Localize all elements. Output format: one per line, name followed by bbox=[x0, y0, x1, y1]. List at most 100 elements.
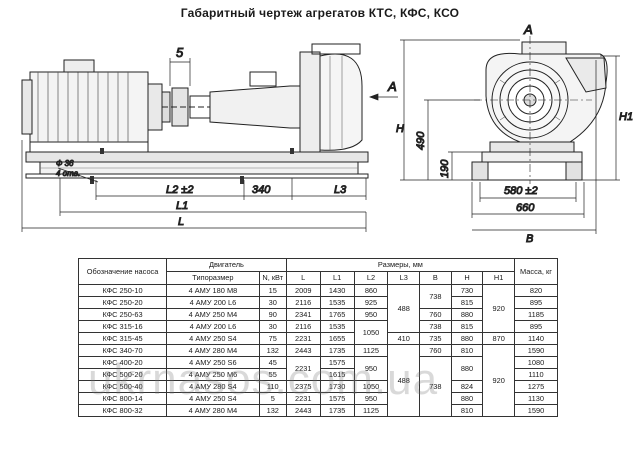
header-h1: H1 bbox=[482, 271, 515, 285]
cell-b: 738 bbox=[419, 284, 452, 309]
cell-l: 2231 bbox=[285, 332, 321, 345]
cell-mass: 1275 bbox=[514, 380, 558, 393]
table-row: КФС 800-32 4 АМУ 280 М4 132 2443 1735 11… bbox=[77, 404, 558, 417]
cell-pump: КФС 250-20 bbox=[77, 296, 168, 309]
header-power: N, кВт bbox=[258, 271, 287, 285]
header-type-size: Типоразмер bbox=[166, 271, 260, 285]
cell-l2: 950 bbox=[353, 308, 389, 321]
technical-drawing: 5 A Ф 36 4 отв. L2 ±2 340 L3 L1 L bbox=[21, 22, 634, 246]
dim-660: 660 bbox=[516, 202, 535, 214]
header-l1: L1 bbox=[319, 271, 355, 285]
cell-h: 810 bbox=[450, 404, 484, 417]
header-l: L bbox=[285, 271, 321, 285]
cell-mass: 1080 bbox=[514, 356, 558, 369]
cell-l3: 410 bbox=[387, 332, 421, 345]
cell-power: 30 bbox=[258, 320, 287, 333]
cell-h1: 870 bbox=[482, 332, 515, 345]
cell-h: 880 bbox=[450, 392, 484, 405]
cell-motor: 4 АМУ 180 М8 bbox=[166, 284, 260, 297]
cell-l2: 1050 bbox=[353, 320, 389, 345]
cell-b: 735 bbox=[419, 332, 452, 345]
table-row: КФС 315-45 4 АМУ 250 S4 75 2231 1655 410… bbox=[77, 332, 558, 345]
header-h: H bbox=[450, 271, 484, 285]
side-view bbox=[21, 43, 369, 184]
dim-h: H bbox=[396, 123, 404, 135]
table-row: КФС 800-14 4 АМУ 250 S4 5 2231 1575 950 … bbox=[77, 392, 558, 405]
cell-h1: 920 bbox=[482, 344, 515, 417]
cell-mass: 895 bbox=[514, 296, 558, 309]
dim-190: 190 bbox=[439, 159, 451, 178]
cell-mass: 1140 bbox=[514, 332, 558, 345]
cell-pump: КФС 250-10 bbox=[77, 284, 168, 297]
arrow-a-label: A bbox=[387, 79, 397, 94]
dim-holes: 4 отв. bbox=[56, 169, 80, 178]
watermark: ukrnasos.com.ua bbox=[88, 355, 439, 404]
cell-power: 15 bbox=[258, 284, 287, 297]
cell-l2: 860 bbox=[353, 284, 389, 297]
cell-mass: 1590 bbox=[514, 404, 558, 417]
table-row: КФС 250-10 4 АМУ 180 М8 15 2009 1430 860… bbox=[77, 284, 558, 333]
cell-h: 810 bbox=[450, 344, 484, 357]
cell-power: 90 bbox=[258, 308, 287, 321]
header-mass: Масса, кг bbox=[514, 258, 558, 285]
cell-h: 880 bbox=[450, 332, 484, 345]
table-row: КФС 400-20 4 АМУ 250 S6 45 2231 1575 950… bbox=[77, 356, 558, 417]
cell-l1: 1430 bbox=[319, 284, 355, 297]
table-row: КФС 250-63 4 АМУ 250 М4 90 2341 1765 950… bbox=[77, 308, 558, 321]
cell-b: 760 bbox=[419, 308, 452, 321]
cell-l1: 1535 bbox=[319, 296, 355, 309]
dim-phi36: Ф 36 bbox=[56, 159, 74, 168]
dim-l1: L1 bbox=[176, 200, 188, 212]
dim-b: B bbox=[526, 233, 533, 245]
dim-340: 340 bbox=[252, 184, 271, 196]
cell-motor: 4 АМУ 280 М4 bbox=[166, 404, 260, 417]
dim-h1: H1 bbox=[619, 111, 633, 123]
header-dimensions: Размеры, мм bbox=[285, 258, 516, 272]
header-motor: Двигатель bbox=[166, 258, 287, 272]
header-b: B bbox=[419, 271, 452, 285]
cell-motor: 4 АМУ 200 L6 bbox=[166, 296, 260, 309]
dim-l: L bbox=[178, 216, 184, 228]
section-a-label: A bbox=[523, 22, 533, 37]
header-l3: L3 bbox=[387, 271, 421, 285]
cell-h: 730 bbox=[450, 284, 484, 297]
cell-motor: 4 АМУ 200 L6 bbox=[166, 320, 260, 333]
cell-l3: 488 bbox=[387, 284, 421, 333]
cell-h: 815 bbox=[450, 320, 484, 333]
cell-l1: 1655 bbox=[319, 332, 355, 345]
spec-table: Обозначение насоса Двигатель Размеры, мм… bbox=[77, 258, 558, 417]
cell-l: 2116 bbox=[285, 320, 321, 333]
cell-h: 880 bbox=[450, 356, 484, 381]
cell-mass: 1185 bbox=[514, 308, 558, 321]
header-l2: L2 bbox=[353, 271, 389, 285]
cell-power: 75 bbox=[258, 332, 287, 345]
cell-l: 2443 bbox=[285, 404, 321, 417]
cell-pump: КФС 250-63 bbox=[77, 308, 168, 321]
cell-h1: 920 bbox=[482, 284, 515, 333]
cell-mass: 1130 bbox=[514, 392, 558, 405]
page-title: Габаритный чертеж агрегатов КТС, КФС, КС… bbox=[180, 6, 460, 20]
table-row: КФС 315-16 4 АМУ 200 L6 30 2116 1535 105… bbox=[77, 320, 558, 345]
cell-h: 815 bbox=[450, 296, 484, 309]
cell-l: 2116 bbox=[285, 296, 321, 309]
dim-490: 490 bbox=[415, 131, 427, 150]
dim-l3: L3 bbox=[334, 184, 347, 196]
cell-power: 132 bbox=[258, 404, 287, 417]
cell-mass: 1590 bbox=[514, 344, 558, 357]
cell-l2: 925 bbox=[353, 296, 389, 309]
dim-l2: L2 ±2 bbox=[166, 184, 193, 196]
cell-mass: 1110 bbox=[514, 368, 558, 381]
table-row: КФС 250-20 4 АМУ 200 L6 30 2116 1535 925… bbox=[77, 296, 558, 309]
cell-power: 30 bbox=[258, 296, 287, 309]
front-view bbox=[471, 36, 608, 184]
cell-pump: КФС 800-32 bbox=[77, 404, 168, 417]
cell-l1: 1535 bbox=[319, 320, 355, 333]
header-designation: Обозначение насоса bbox=[77, 258, 168, 285]
dim-5: 5 bbox=[176, 45, 184, 60]
cell-pump: КФС 315-45 bbox=[77, 332, 168, 345]
cell-l: 2009 bbox=[285, 284, 321, 297]
cell-l1: 1735 bbox=[319, 404, 355, 417]
cell-mass: 895 bbox=[514, 320, 558, 333]
cell-motor: 4 АМУ 250 М4 bbox=[166, 308, 260, 321]
cell-l: 2341 bbox=[285, 308, 321, 321]
